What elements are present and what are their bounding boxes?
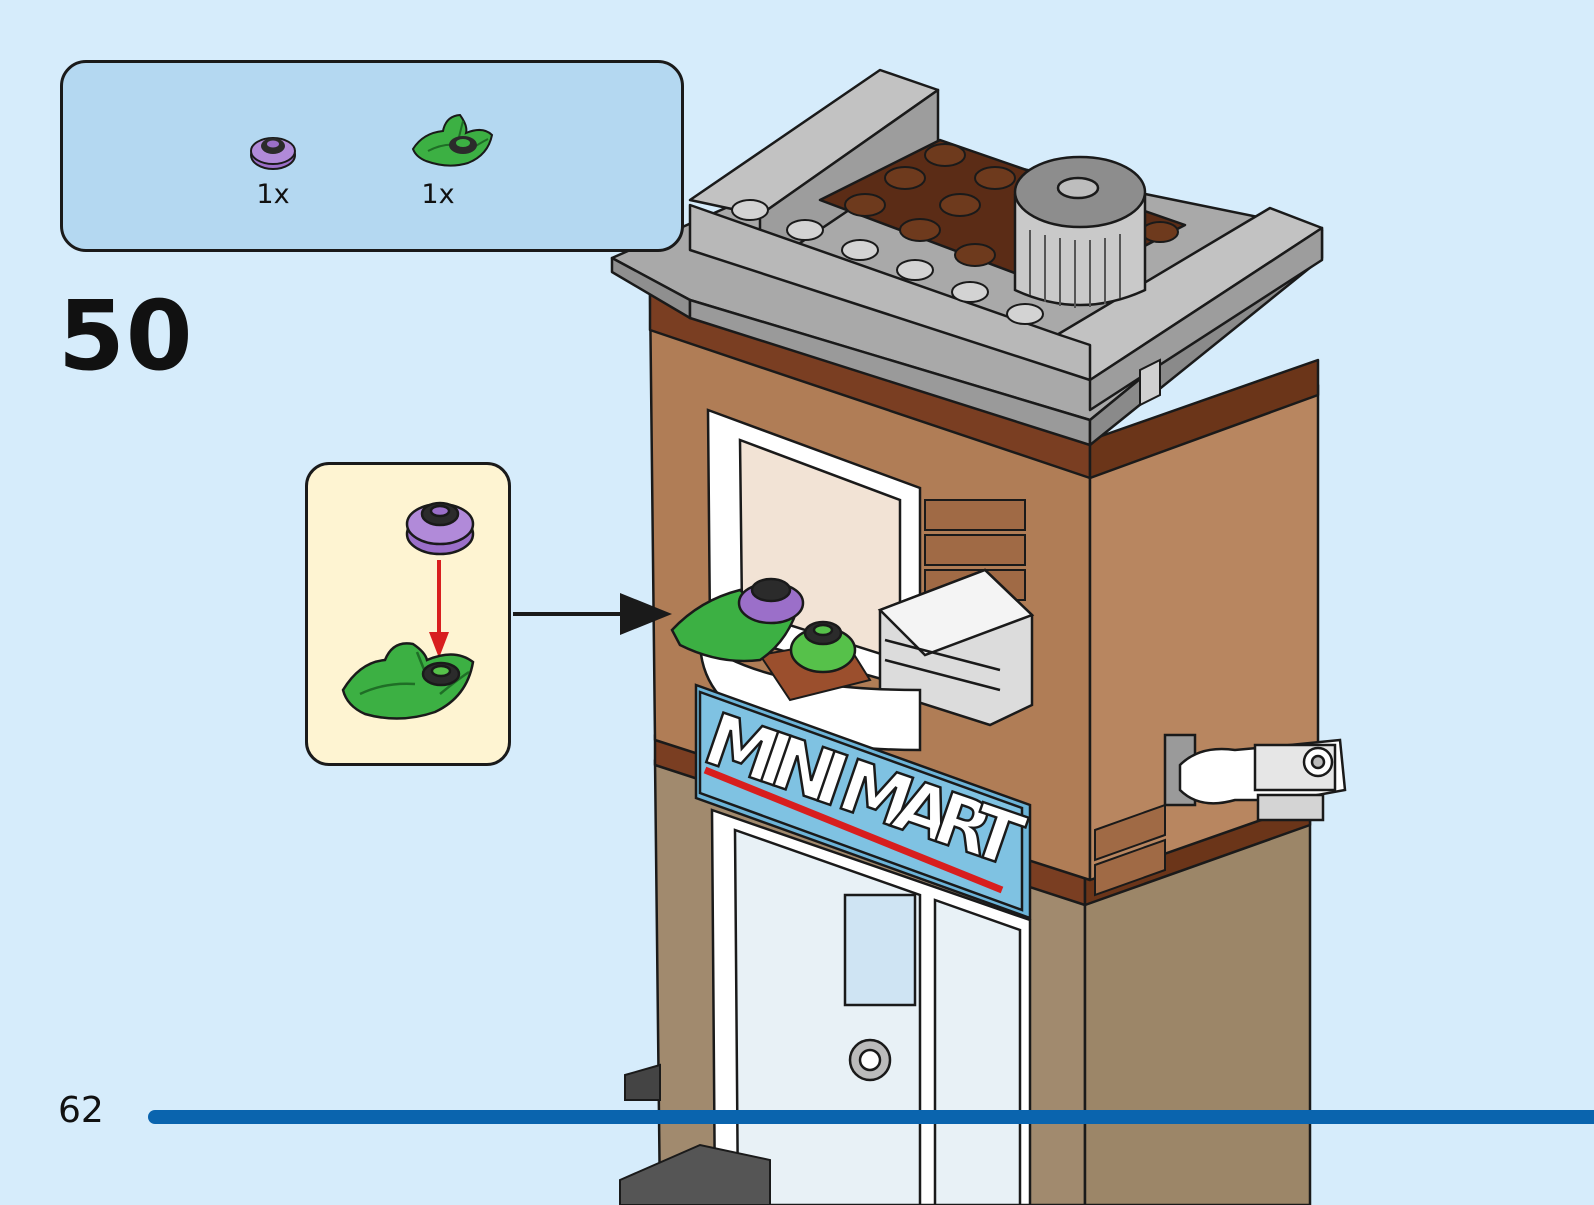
callout-purple-flower-icon <box>405 501 475 556</box>
subassembly-callout <box>305 462 511 766</box>
callout-pointer-arrowhead <box>620 593 672 635</box>
shop-fridge <box>843 893 917 1007</box>
part-item: 1x <box>408 111 498 210</box>
step-number: 50 <box>58 280 194 392</box>
page-number: 62 <box>58 1090 104 1131</box>
purple-flower-plate-icon <box>250 137 296 170</box>
shop-sign-stripe <box>703 766 1004 894</box>
part-quantity: 1x <box>421 179 455 210</box>
part-quantity: 1x <box>256 179 290 210</box>
assembly-arrowhead-icon <box>429 632 449 658</box>
callout-green-leaf-icon <box>341 642 475 720</box>
green-leaf-plate-icon <box>411 113 494 167</box>
wall-bracket-icon <box>1139 358 1161 407</box>
part-item: 1x <box>248 131 298 210</box>
page-footer-bar <box>148 1110 1594 1124</box>
parts-list-box: 1x 1x <box>60 60 684 252</box>
